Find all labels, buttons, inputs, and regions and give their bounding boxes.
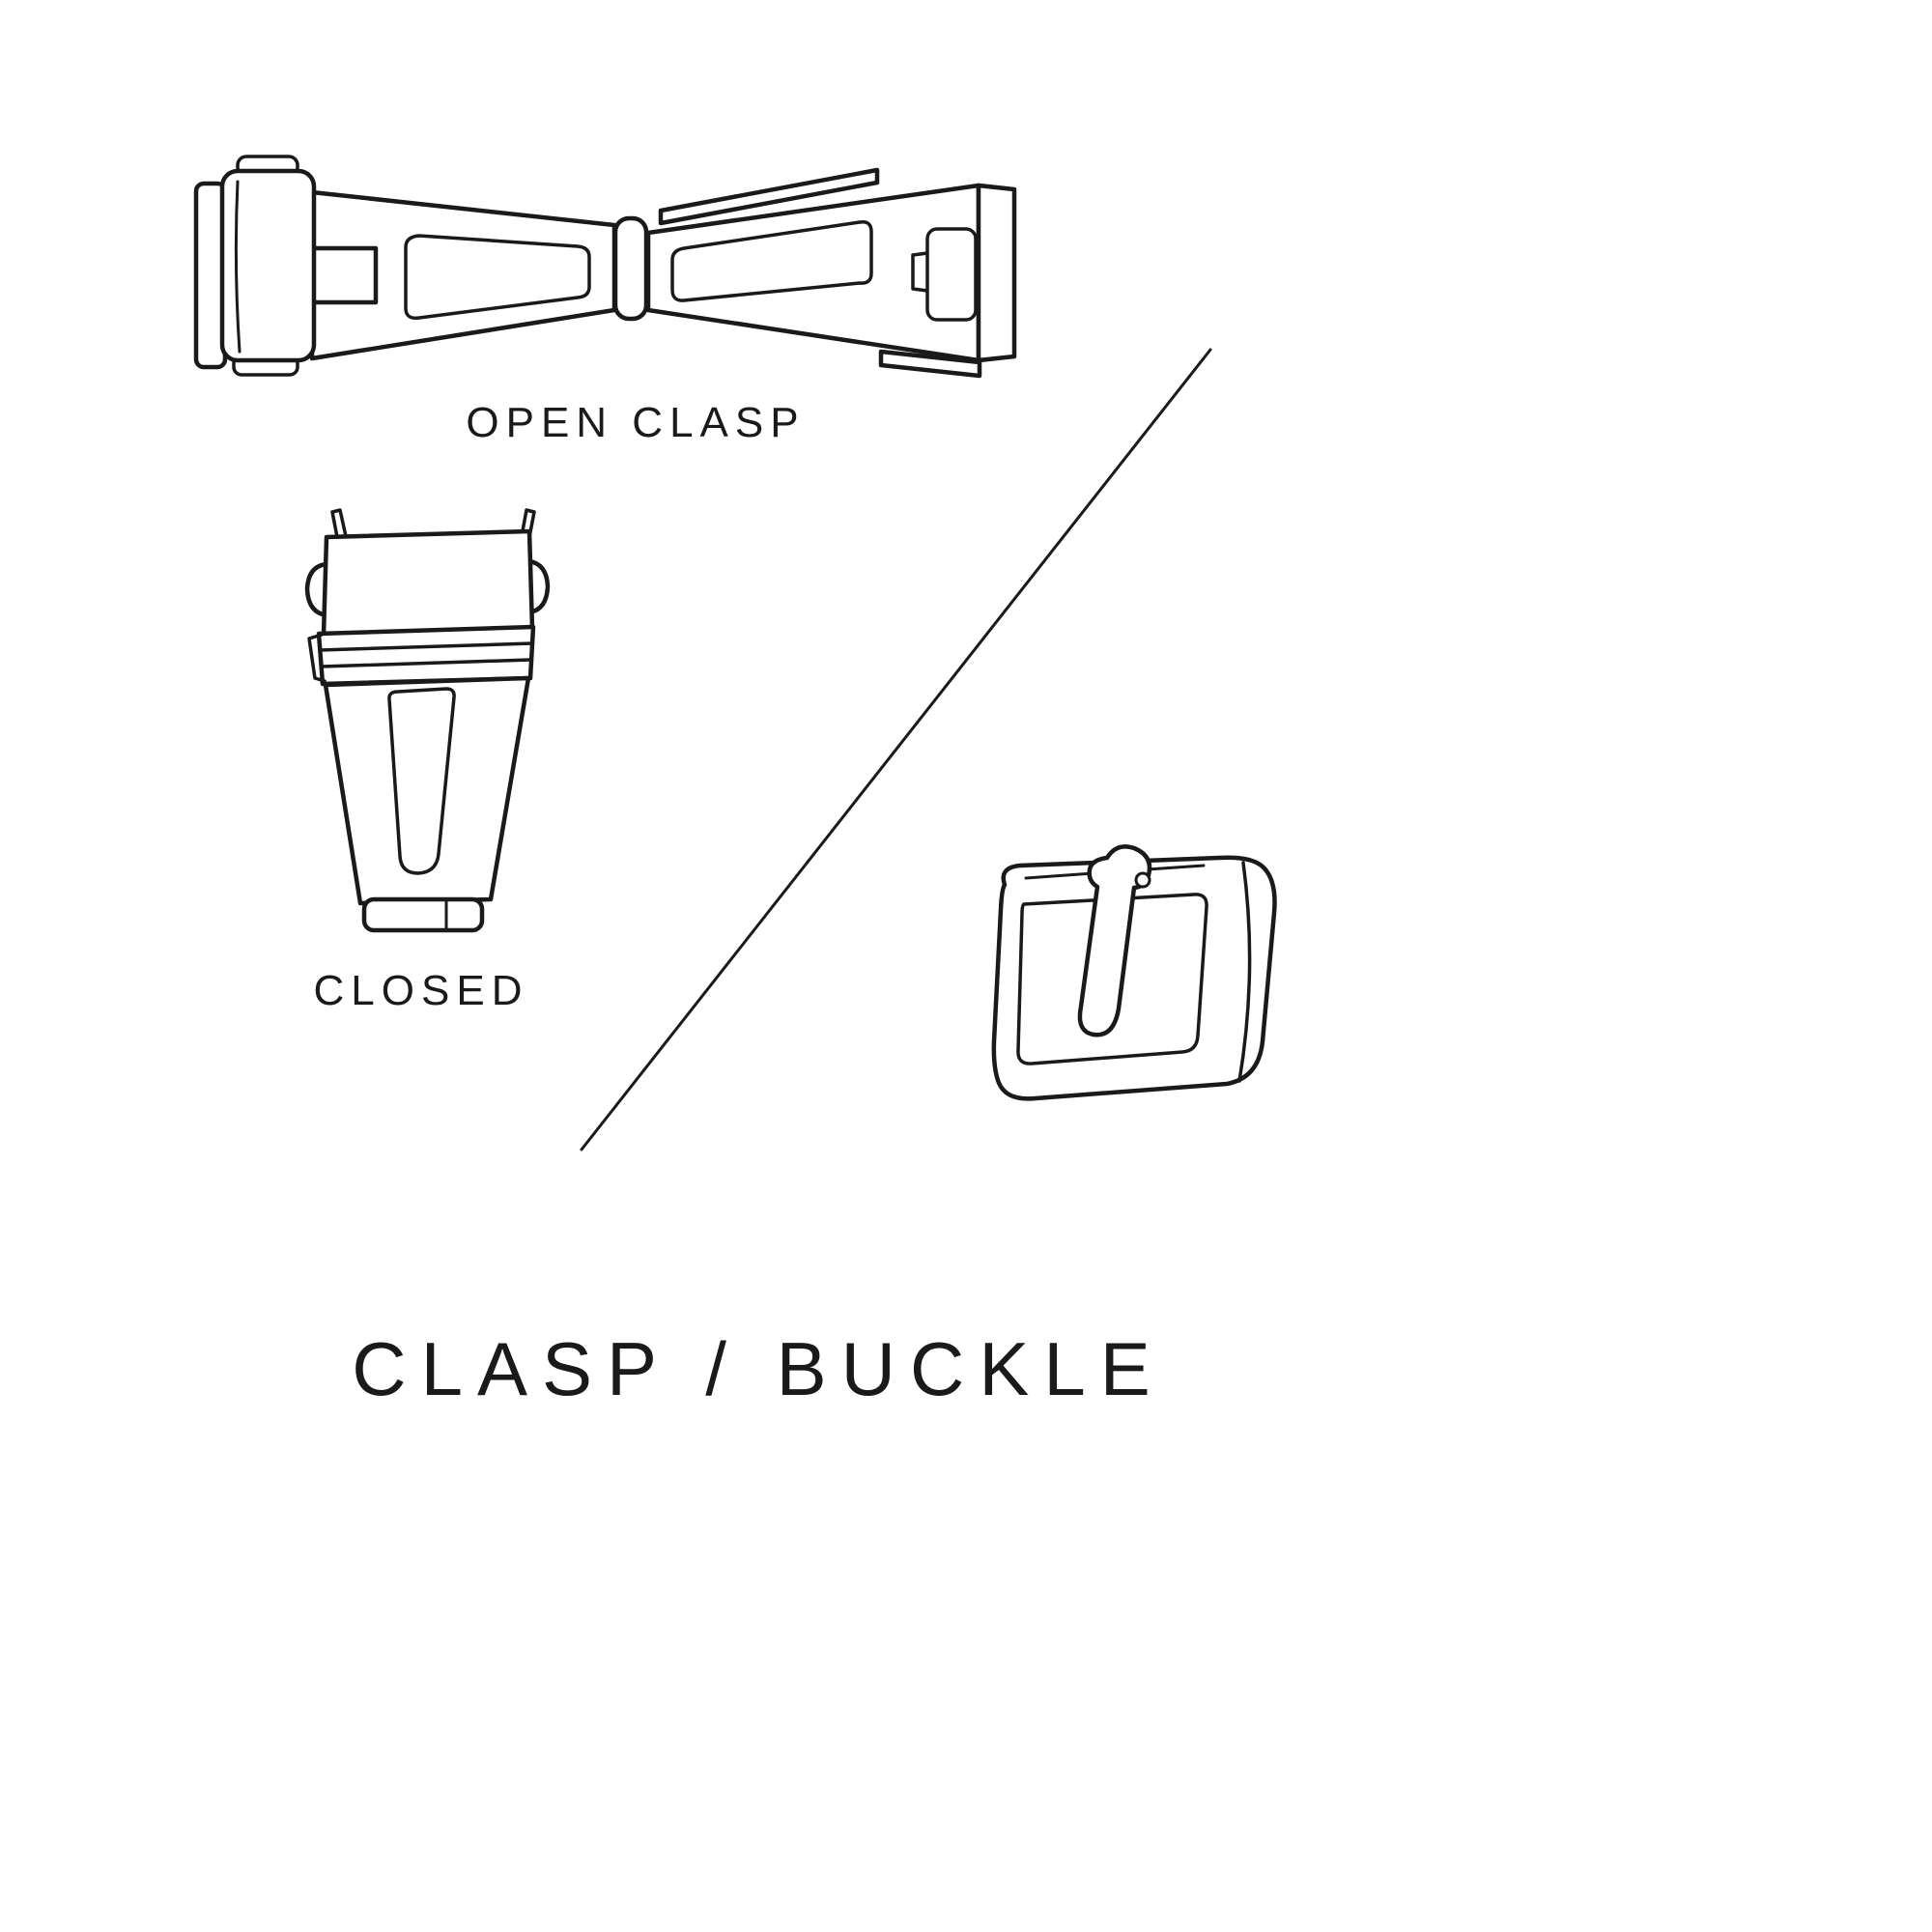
open-clasp-left-block-contour (234, 180, 242, 354)
buckle-right-bar-curve (1237, 861, 1252, 1083)
open-clasp-right-latch (925, 227, 978, 322)
buckle-axle-right (1146, 864, 1206, 871)
closed-clasp-band-line-1 (318, 641, 534, 652)
open-clasp-label: OPEN CLASP (466, 399, 806, 446)
diagonal-divider-line (580, 348, 1212, 1151)
closed-clasp-prong-left (330, 508, 348, 539)
closed-clasp-slot (387, 687, 456, 875)
open-clasp-right-end-cap (976, 183, 1017, 363)
closed-clasp-ear-right (526, 558, 551, 615)
closed-label: CLOSED (313, 967, 529, 1014)
closed-clasp-foot (361, 896, 485, 933)
open-clasp-right-arm-inner (670, 219, 873, 302)
closed-clasp-ear-left (304, 561, 329, 618)
open-clasp-illustration (193, 155, 1017, 379)
page-title: CLASP / BUCKLE (352, 1326, 1165, 1411)
buckle-pin-coil (1134, 871, 1151, 889)
closed-clasp-illustration (304, 508, 551, 933)
open-clasp-hinge (612, 215, 649, 322)
closed-clasp-body (323, 675, 531, 906)
open-clasp-right-latch-tab (911, 251, 929, 293)
closed-clasp-band (316, 624, 536, 687)
open-clasp-left-arm (309, 189, 617, 361)
open-clasp-left-arm-inner (404, 234, 591, 321)
buckle-opening (1016, 893, 1208, 1065)
closed-clasp-cover (321, 528, 535, 638)
open-clasp-left-block (219, 168, 317, 363)
open-clasp-right-top-strip (658, 167, 880, 226)
closed-clasp-band-tab (307, 633, 327, 683)
open-clasp-right-bottom-strip (878, 349, 982, 379)
closed-clasp-band-line-2 (320, 658, 532, 668)
buckle-illustration (991, 844, 1277, 1101)
buckle-tongue (1077, 844, 1152, 1037)
